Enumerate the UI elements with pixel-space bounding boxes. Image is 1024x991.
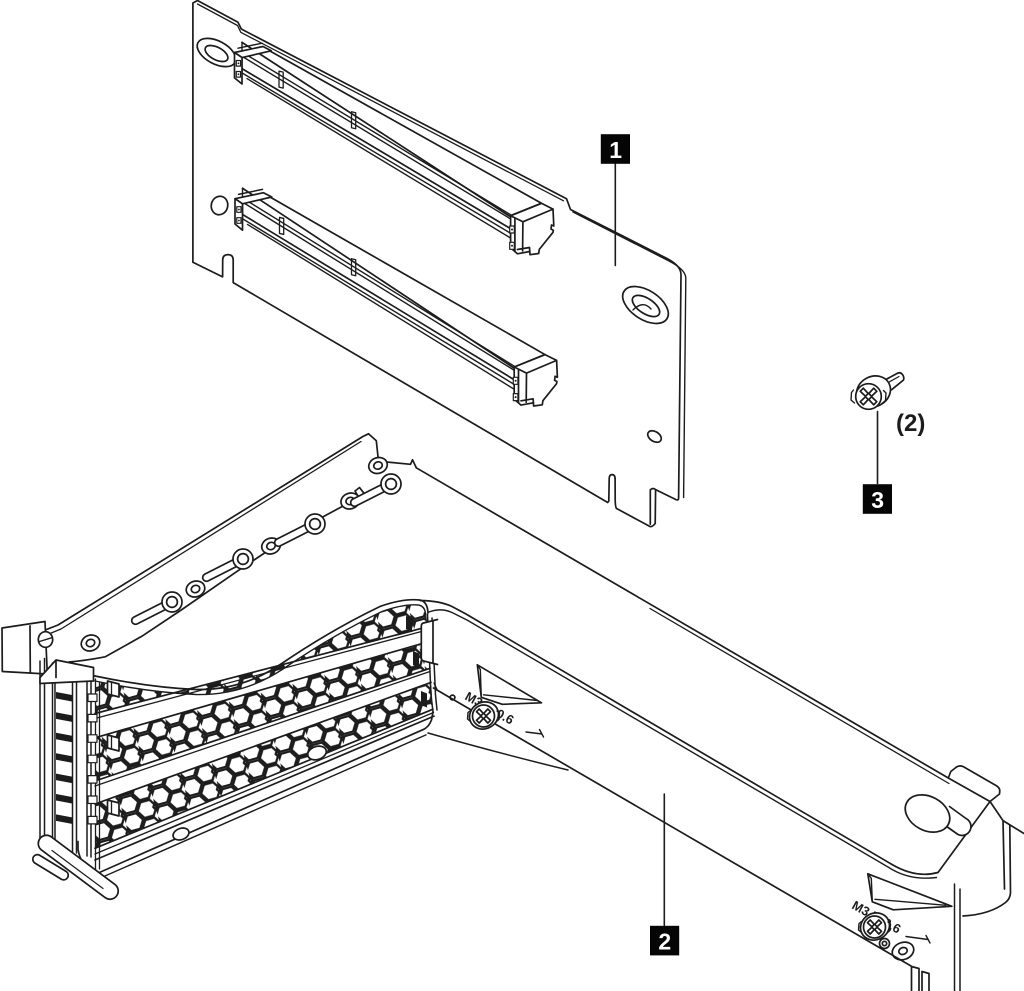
svg-text:3: 3: [871, 487, 884, 513]
svg-text:1: 1: [609, 137, 622, 163]
svg-text:2: 2: [658, 928, 671, 954]
svg-text:(2): (2): [896, 410, 925, 437]
